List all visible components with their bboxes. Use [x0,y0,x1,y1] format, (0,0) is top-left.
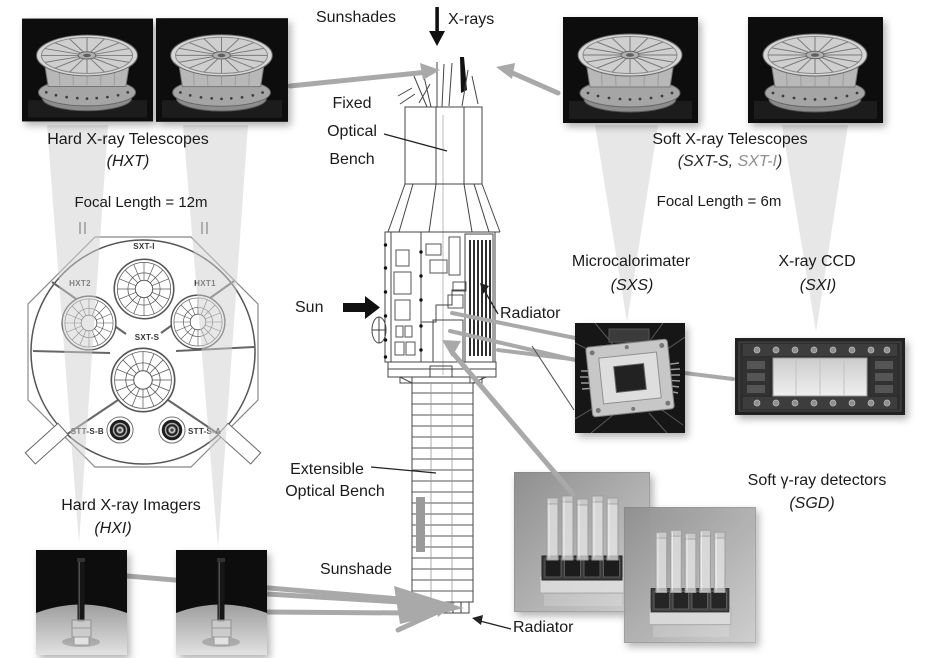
sxt-abbr-open: ( [677,153,684,170]
sxi-title: X-ray CCD [778,253,856,270]
aperture-sxt-s [110,347,176,413]
fixed-optical-bench-label-1: Fixed [332,95,372,112]
hxt-abbr: (HXT) [106,153,150,170]
pointer-radiator-bottom [479,620,512,630]
sxt-abbr: (SXT-S, SXT-I) [678,153,783,171]
cross-section-label-sxt-s: SXT-S [135,333,160,342]
sxs-photo [575,323,685,433]
star-tracker-a [158,416,186,444]
star-tracker-b [106,416,134,444]
sxi-photo [735,338,905,415]
fixed-optical-bench-label-3: Bench [329,151,375,168]
hxi-abbr: (HXI) [94,520,132,537]
sxt-focal-length: Focal Length = 6m [656,193,782,210]
connector-sxt-to-top [505,68,561,96]
radiator-mid-label: Radiator [500,305,561,322]
label-pointers [370,133,575,630]
cross-section-label-sxt-i: SXT-I [133,242,155,251]
hxi-photo-1 [36,550,127,655]
hxt-photo-1 [22,18,153,122]
beam-hxt1 [183,125,248,548]
pointer-sxs-thin [531,345,575,411]
black-arrows [343,7,445,319]
radiator-bottom-label: Radiator [513,619,574,636]
beam-sxt-i [782,125,848,332]
beam-sxt-s [595,125,658,322]
mast-gray-panel [416,497,425,552]
sun-label: Sun [295,299,324,316]
x-rays-arrow [435,7,439,32]
spacecraft-drawing [371,57,501,614]
sxt-abbr-sep: , [728,153,738,170]
sxs-title: Microcalorimater [571,253,691,270]
sxt-abbr-sxt-i: SXT-I [737,153,777,170]
sgd-title: Soft γ-ray detectors [747,472,887,489]
connector-sxs-1 [450,311,577,340]
sun-arrow [343,303,366,312]
cross-section-label-stt-s-b: STT-S-B [71,427,104,436]
sxs-abbr: (SXS) [610,277,654,294]
hxi-photo-2 [176,550,267,655]
extensible-optical-bench-label-1: Extensible [290,461,364,478]
cross-section-label-stt-s-a: STT-S-A [188,427,221,436]
sgd-abbr: (SGD) [789,495,835,512]
x-rays-label: X-rays [448,11,495,28]
hxt-title: Hard X-ray Telescopes [47,131,209,148]
connector-hxi-2 [264,591,403,605]
hxt-photo-2 [156,17,288,123]
focal-beams [47,125,848,548]
aperture-sxt-i [113,258,175,320]
sunshade-bottom-label: Sunshade [319,561,393,578]
fixed-optical-bench-label-2: Optical [327,123,377,140]
connector-hxt-to-top [287,69,431,89]
pointer-radiator-mid [483,289,499,315]
sxt-photo-2 [747,17,884,123]
sxi-abbr: (SXI) [799,277,837,294]
hxi-title: Hard X-ray Imagers [61,497,201,514]
connector-sgd [442,340,576,497]
beam-hxt2 [47,125,108,543]
hxt-focal-length: Focal Length = 12m [74,194,208,211]
pointer-fixed-optical-bench [383,133,448,152]
sgd-photo-2 [623,507,757,643]
sunshades-label: Sunshades [315,9,397,26]
sxt-title: Soft X-ray Telescopes [652,131,808,148]
extensible-optical-bench-label-2: Optical Bench [285,483,385,500]
sxt-abbr-sxt-s: SXT-S [683,153,729,170]
pointer-extensible-optical-bench [370,466,437,474]
connector-hxi-3 [264,609,411,616]
sxt-abbr-close: ) [776,153,783,170]
sxt-photo-1 [562,17,699,123]
